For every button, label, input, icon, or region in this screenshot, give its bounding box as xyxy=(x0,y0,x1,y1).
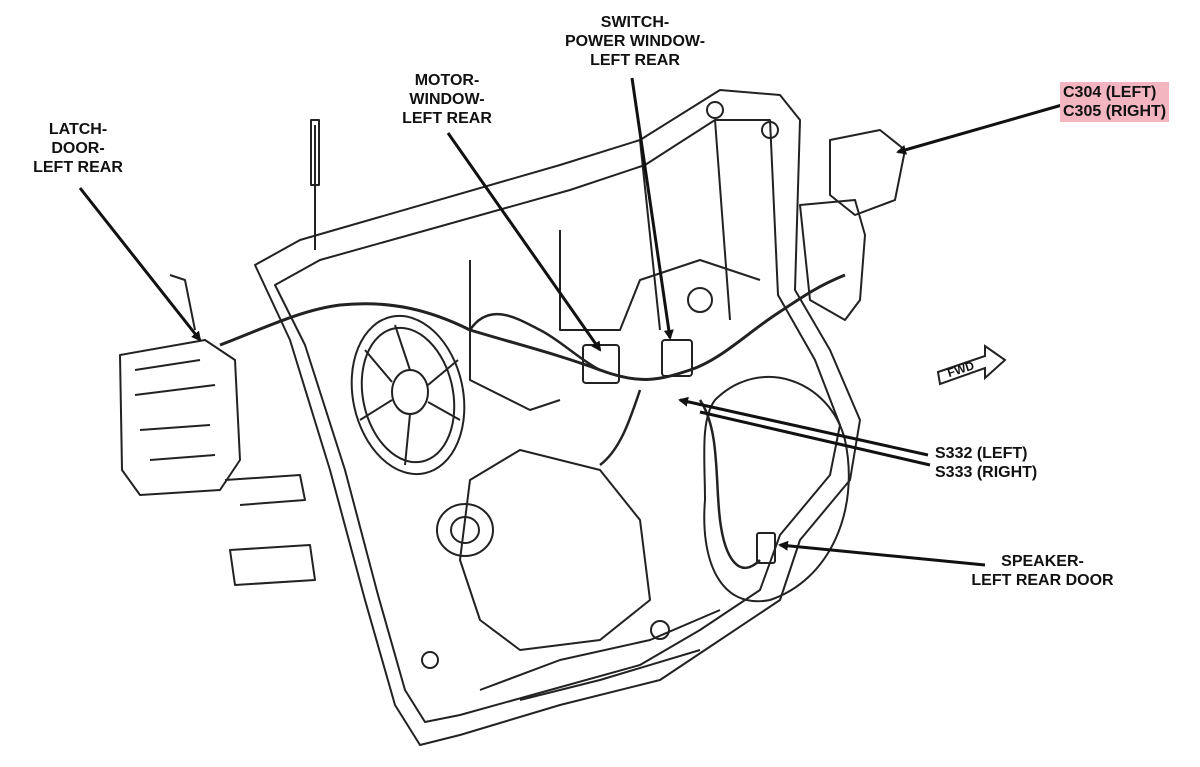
switch-label-line-2: POWER WINDOW- xyxy=(564,33,706,50)
splice-label-line-1: S332 (LEFT) xyxy=(935,445,1028,462)
speaker-label-line-1: SPEAKER- xyxy=(1001,553,1084,570)
connector-label-line-2: C305 (RIGHT) xyxy=(1063,103,1167,120)
splice-label-line-2: S333 (RIGHT) xyxy=(935,464,1038,481)
connector-leader-line xyxy=(896,103,1063,155)
hinge-boss-2 xyxy=(706,101,724,119)
speaker-spokes xyxy=(359,324,461,466)
speaker-cone-inner xyxy=(360,326,456,464)
motor-leader-line xyxy=(446,132,602,352)
wire-lower-branch xyxy=(599,389,642,466)
latch-label-line-1: LATCH- xyxy=(48,121,108,138)
upper-rib xyxy=(469,230,761,411)
motor-label-line-3: LEFT REAR xyxy=(402,110,492,127)
latch-callout: LATCH- DOOR- LEFT REAR xyxy=(18,120,138,177)
lower-panel-contour xyxy=(459,449,651,651)
wire-harness-upper xyxy=(468,312,601,372)
switch-callout: SWITCH- POWER WINDOW- LEFT REAR xyxy=(560,13,710,70)
switch-label-line-3: LEFT REAR xyxy=(590,52,680,69)
splice-callout: S332 (LEFT) S333 (RIGHT) xyxy=(935,444,1060,482)
round-boss-inner xyxy=(450,516,480,544)
splice-leader-line-2 xyxy=(699,410,931,467)
speaker-cone xyxy=(350,314,466,476)
latch-rod xyxy=(169,274,196,331)
c304-connector-bracket xyxy=(799,199,866,321)
forward-arrow-icon xyxy=(936,344,1007,386)
hinge-boss-3 xyxy=(761,121,779,139)
speaker-connector xyxy=(756,532,776,564)
hinge-boss-1 xyxy=(687,287,713,313)
speaker-label-line-2: LEFT REAR DOOR xyxy=(971,572,1114,589)
wire-to-speaker xyxy=(698,399,761,569)
connector-label-line-1: C304 (LEFT) xyxy=(1063,84,1157,101)
motor-callout: MOTOR- WINDOW- LEFT REAR xyxy=(382,71,512,128)
switch-label-line-1: SWITCH- xyxy=(600,14,670,31)
door-panel-outline xyxy=(254,89,861,746)
bottom-rib xyxy=(479,609,721,701)
regulator-rod-tip xyxy=(310,119,320,186)
c304-connector-body xyxy=(829,129,906,216)
speaker-hub xyxy=(391,369,429,415)
motor-label-line-2: WINDOW- xyxy=(409,91,485,108)
switch-connector xyxy=(661,339,693,377)
window-track xyxy=(639,119,731,331)
round-boss xyxy=(436,503,494,557)
speaker-callout: SPEAKER- LEFT REAR DOOR xyxy=(955,552,1130,590)
motor-label-line-1: MOTOR- xyxy=(414,72,480,89)
switch-leader-line xyxy=(630,77,674,340)
door-panel-inner-edge xyxy=(274,119,841,723)
connector-callout: C304 (LEFT) C305 (RIGHT) xyxy=(1060,82,1170,122)
speaker-opening xyxy=(703,376,850,603)
latch-label-line-3: LEFT REAR xyxy=(33,159,123,176)
speaker-leader-line xyxy=(778,540,986,567)
latch-label-line-2: DOOR- xyxy=(51,140,105,157)
latch-bracket xyxy=(224,474,316,586)
splice-leader-line-1 xyxy=(678,396,929,457)
hinge-boss-4 xyxy=(650,620,670,640)
door-latch-body xyxy=(119,339,241,496)
wire-harness-main xyxy=(219,273,846,381)
hinge-boss-5 xyxy=(421,651,439,669)
latch-leader-line xyxy=(78,187,202,342)
door-latch-detail xyxy=(134,359,216,461)
